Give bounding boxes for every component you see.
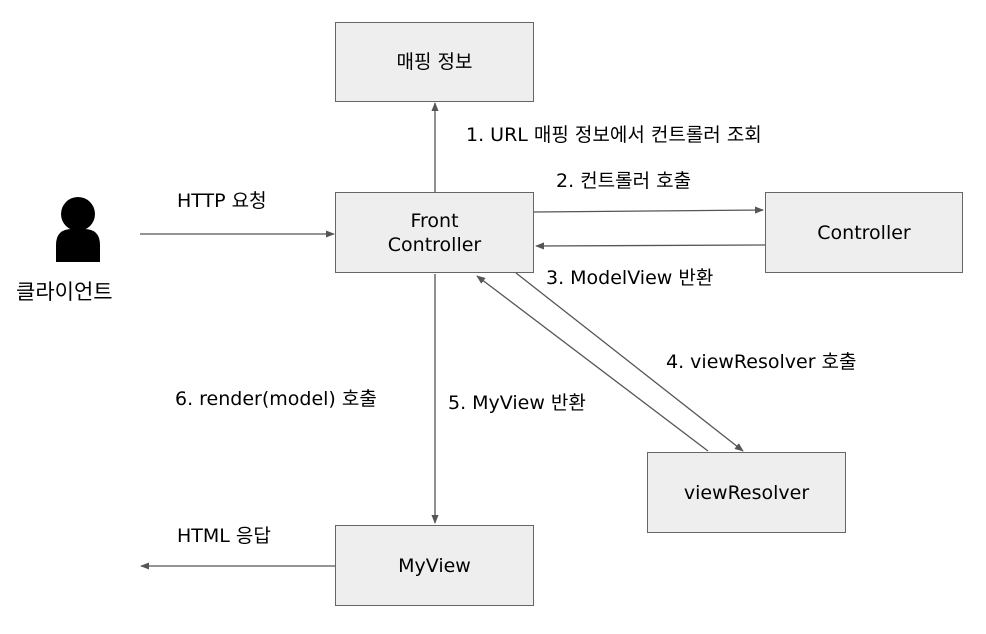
front-controller-label-line1: Front <box>410 209 459 232</box>
modelview-return-arrow <box>535 242 766 250</box>
step4-label: 4. viewResolver 호출 <box>666 351 857 373</box>
step3-label: 3. ModelView 반환 <box>546 267 714 289</box>
client-label: 클라이언트 <box>16 280 113 304</box>
viewresolver-call-arrow <box>515 272 744 452</box>
view-resolver-box: viewResolver <box>647 452 846 533</box>
myview-return-arrow <box>476 275 709 452</box>
step5-label: 5. MyView 반환 <box>448 392 586 414</box>
my-view-box: MyView <box>335 525 534 606</box>
mapping-info-label: 매핑 정보 <box>396 51 473 73</box>
http-request-label: HTTP 요청 <box>177 190 267 212</box>
my-view-label: MyView <box>398 554 471 577</box>
mapping-info-box: 매핑 정보 <box>335 22 534 102</box>
controller-call-arrow <box>533 206 764 214</box>
controller-box: Controller <box>765 192 963 273</box>
front-controller-label-line2: Controller <box>387 233 482 256</box>
controller-label: Controller <box>817 221 911 244</box>
front-controller-box: Front Controller <box>335 192 534 273</box>
person-icon <box>56 197 100 262</box>
html-response-label: HTML 응답 <box>177 525 271 547</box>
step6-label: 6. render(model) 호출 <box>175 388 377 410</box>
step1-label: 1. URL 매핑 정보에서 컨트롤러 조회 <box>466 124 762 146</box>
view-resolver-label: viewResolver <box>683 481 810 504</box>
step2-label: 2. 컨트롤러 호출 <box>556 170 692 192</box>
